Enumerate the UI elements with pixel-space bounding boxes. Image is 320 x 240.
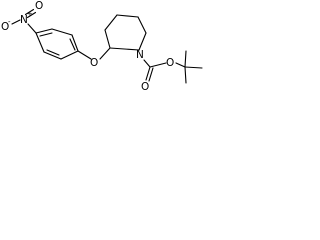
bond-ether-piperidine [99, 47, 111, 60]
atom-labels: N + O O - O N O O [1, 0, 174, 93]
atom-ring-nitrogen: N [136, 49, 144, 61]
bond-piperidine-3 [116, 14, 139, 18]
chemical-structure: N + O O - O N O O [1, 0, 203, 93]
bond-o-tbutyl [175, 62, 186, 68]
bond-piperidine-6 [109, 47, 140, 51]
bond-benzene-1 [35, 28, 53, 34]
bond-tbutyl-bottom [184, 66, 187, 84]
bond-carbonyl-o-double-a [145, 66, 151, 81]
atom-ether-oxygen: O [90, 57, 98, 69]
atom-carbamate-oxygen-double: O [141, 81, 149, 93]
bond-benzene-inner-1 [39, 32, 53, 37]
bond-nitro-n-o-top-b [24, 8, 35, 16]
atom-nitro-nitrogen: N [20, 14, 28, 26]
bond-nitro-n-o-top-a [26, 11, 37, 19]
atom-nitro-oxygen-top: O [35, 0, 43, 12]
bond-benzene-2 [51, 28, 73, 36]
bond-n-carbonyl [143, 59, 151, 68]
atom-nitro-oxygen-left-charge: - [8, 18, 11, 26]
bond-piperidine-5 [138, 32, 147, 51]
bond-benzene-4 [60, 50, 79, 60]
bond-benzene-5 [43, 51, 62, 60]
bond-benzene-3 [71, 34, 79, 52]
bond-piperidine-4 [137, 16, 147, 34]
bond-benzene-inner-2 [69, 38, 76, 51]
bond-piperidine-1 [104, 29, 111, 49]
atom-nitro-oxygen-left: O [1, 21, 9, 33]
atom-carbamate-oxygen-single: O [166, 57, 174, 69]
bond-benzene-inner-3 [46, 49, 60, 56]
bond-tbutyl-top [184, 50, 187, 68]
bond-carbonyl-o-double-b [148, 67, 154, 82]
bond-aryl-ether [77, 50, 92, 60]
bond-piperidine-2 [104, 14, 118, 31]
bond-nitro-n-ring [27, 23, 37, 34]
bond-nitro-n-o-left [11, 19, 21, 25]
atom-nitro-nitrogen-charge: + [27, 10, 33, 18]
bonds [11, 8, 203, 84]
bond-carbonyl-o-single [149, 62, 167, 68]
bond-tbutyl-right [184, 66, 203, 69]
bond-benzene-6 [35, 32, 45, 53]
